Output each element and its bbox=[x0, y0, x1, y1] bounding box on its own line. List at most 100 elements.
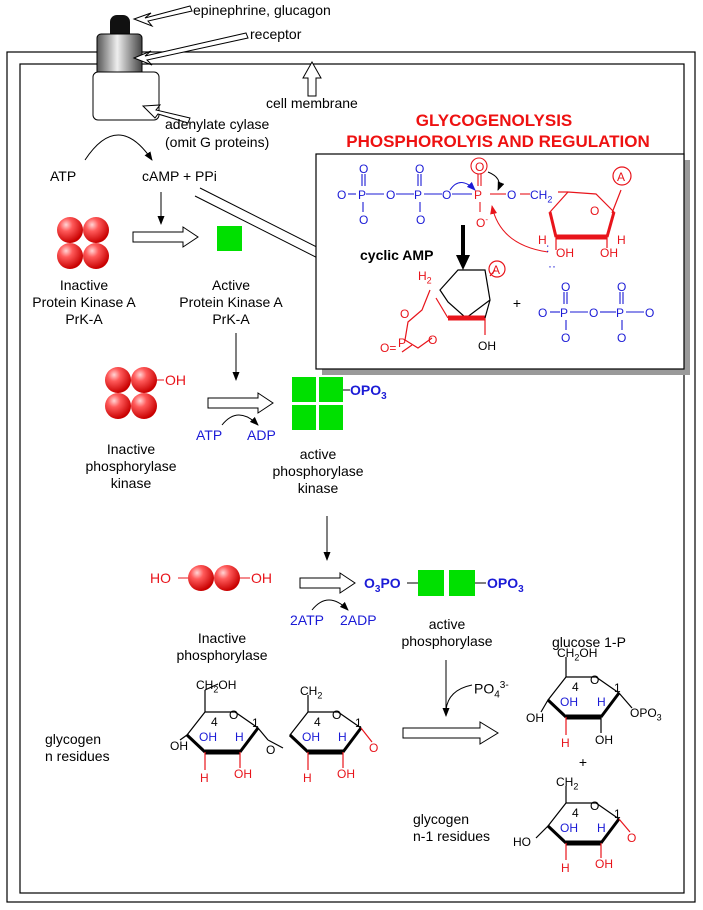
ph-oh-right: OH bbox=[251, 570, 272, 586]
g1p-oh-left: OH bbox=[526, 711, 544, 725]
ppi-p-1: P bbox=[560, 306, 569, 320]
gn1-o: O bbox=[590, 799, 600, 813]
atp-o-alpha: O bbox=[475, 160, 485, 174]
active-pka bbox=[217, 226, 242, 251]
ph-o3po-label: O3PO bbox=[364, 575, 401, 595]
glycogen-n1-label-1: glycogen bbox=[413, 811, 470, 827]
atp-o-1: O bbox=[337, 188, 347, 202]
two-atp-label: 2ATP bbox=[290, 612, 324, 628]
glycogen-n1-label-2: n-1 residues bbox=[413, 828, 491, 844]
hormone-arrow bbox=[132, 5, 322, 124]
adp-label: ADP bbox=[247, 427, 276, 443]
open-arrow-pka bbox=[132, 226, 199, 248]
glycogen-n-label-2: n residues bbox=[45, 748, 110, 764]
g1p-c1: 1 bbox=[614, 681, 621, 695]
active-phk-label-2: phosphorylase bbox=[272, 463, 364, 479]
inactive-pka-label-2: Protein Kinase A bbox=[32, 294, 136, 310]
lone-pair-1: : bbox=[546, 241, 550, 255]
ring2-o-red: O bbox=[369, 741, 379, 755]
g1p-h-red: H bbox=[561, 736, 570, 750]
receptor bbox=[92, 15, 160, 121]
gn1-oh-blue: OH bbox=[560, 821, 578, 835]
atp-ring-o: O bbox=[590, 204, 600, 218]
camp-ppi-label: cAMP + PPi bbox=[142, 168, 217, 184]
atp-structure bbox=[348, 174, 530, 212]
gn1-oh-red: OH bbox=[595, 857, 613, 871]
atp-o-7: O bbox=[442, 188, 452, 202]
camp-o-1: O bbox=[400, 307, 410, 321]
atp-o-2: O bbox=[359, 162, 369, 176]
two-adp-label: 2ADP bbox=[340, 612, 377, 628]
camp-o-2: O bbox=[428, 333, 438, 347]
ppi-o-2: O bbox=[561, 280, 571, 294]
inactive-phk bbox=[105, 367, 164, 419]
glycogen-n1-structure bbox=[535, 786, 631, 860]
active-ph-label-2: phosphorylase bbox=[401, 633, 493, 649]
receptor-label: receptor bbox=[250, 26, 302, 42]
inactive-pka-label-1: Inactive bbox=[59, 277, 109, 293]
g1p-h-blue: H bbox=[597, 695, 606, 709]
ppi-p-2: P bbox=[616, 306, 625, 320]
g1p-o: O bbox=[590, 673, 600, 687]
active-pka-label-1: Active bbox=[211, 277, 251, 293]
gn1-ch2: CH2 bbox=[556, 775, 579, 792]
ppi-o-1: O bbox=[538, 306, 548, 320]
ppi-structure bbox=[550, 292, 644, 330]
ring1-c1: 1 bbox=[252, 716, 259, 730]
open-arrow-glycogen bbox=[402, 721, 499, 745]
inactive-pka bbox=[57, 217, 109, 269]
ring1-h-red: H bbox=[200, 771, 209, 785]
ring2-o: O bbox=[332, 708, 342, 722]
cyclic-amp-structure bbox=[401, 260, 506, 353]
atp-o-6: O bbox=[416, 213, 426, 227]
ring2-c4: 4 bbox=[314, 715, 321, 729]
po4-label: PO43- bbox=[474, 680, 509, 701]
atp-o-4: O bbox=[386, 188, 396, 202]
cell-membrane bbox=[6, 51, 696, 903]
adenylate-cyclase-note: (omit G proteins) bbox=[165, 134, 270, 150]
ppi-o-3: O bbox=[561, 331, 571, 345]
atp-ch2: CH2 bbox=[530, 188, 553, 205]
inactive-phk-label-1: Inactive bbox=[106, 441, 156, 457]
ppi-o-7: O bbox=[645, 306, 655, 320]
plus-sign: + bbox=[578, 754, 588, 770]
active-phosphorylase bbox=[407, 570, 486, 596]
atp-h-1: H bbox=[538, 233, 547, 247]
camp-o-eq: O= bbox=[380, 341, 397, 355]
glucose1p-label: glucose 1-P bbox=[552, 634, 626, 650]
inactive-phosphorylase bbox=[178, 565, 250, 591]
ring2-h-blue: H bbox=[338, 730, 347, 744]
inactive-phk-label-3: kinase bbox=[110, 475, 152, 491]
hormones-label: epinephrine, glucagon bbox=[193, 2, 331, 18]
ppi-o-5: O bbox=[617, 280, 627, 294]
g1p-oh-blue: OH bbox=[560, 695, 578, 709]
camp-adenine: A bbox=[492, 263, 501, 277]
gn1-c1: 1 bbox=[614, 807, 621, 821]
atp-label: ATP bbox=[50, 168, 77, 184]
camp-oh: OH bbox=[478, 339, 496, 353]
active-phk bbox=[292, 377, 350, 430]
open-arrow-phk bbox=[207, 392, 274, 414]
gn1-o-red: O bbox=[627, 831, 637, 845]
cell-membrane-label: cell membrane bbox=[266, 95, 358, 111]
ring2-oh-red: OH bbox=[337, 767, 355, 781]
lone-pair-2: ·· bbox=[548, 259, 556, 273]
ring1-oh-left: OH bbox=[170, 739, 188, 753]
inactive-phk-label-2: phosphorylase bbox=[85, 458, 177, 474]
atp-p-alpha: P bbox=[474, 188, 483, 202]
active-pka-label-2: Protein Kinase A bbox=[179, 294, 283, 310]
cyclic-amp-label: cyclic AMP bbox=[360, 247, 434, 263]
atp-h-2: H bbox=[617, 233, 626, 247]
atp-camp-arc bbox=[84, 134, 153, 161]
ppi-o-4: O bbox=[589, 306, 599, 320]
glycogen-n-structure bbox=[179, 683, 373, 770]
ribose-atp bbox=[548, 166, 632, 250]
phk-oh-label: OH bbox=[165, 372, 186, 388]
atp-adenine: A bbox=[617, 170, 626, 184]
atp-phosphate-alpha bbox=[470, 157, 506, 212]
active-ph-label-1: active bbox=[428, 616, 466, 632]
alpha-arrow-black bbox=[487, 171, 505, 191]
atp-o-minus: O- bbox=[476, 215, 489, 230]
atp-p-1: P bbox=[358, 188, 367, 202]
atp-o-5: O bbox=[415, 162, 425, 176]
